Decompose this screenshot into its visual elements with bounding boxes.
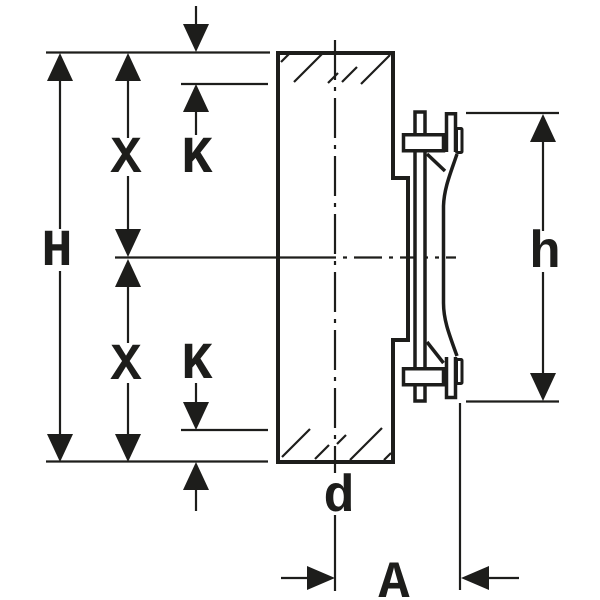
- extension-lines: [46, 51, 559, 590]
- arrow-up-icon: [530, 114, 556, 142]
- arrow-up-icon: [47, 53, 73, 81]
- arrow-down-icon: [47, 434, 73, 462]
- arrow-left-icon: [461, 566, 489, 590]
- arrow-down-icon: [183, 402, 209, 430]
- dim-label-X-lower: X: [110, 336, 142, 395]
- dim-label-H: H: [41, 222, 72, 281]
- flange-chamfer-upper: [425, 152, 447, 173]
- arrow-down-icon: [115, 229, 141, 257]
- arrow-down-icon: [115, 434, 141, 462]
- arrow-down-icon: [530, 373, 556, 401]
- dim-label-K-lower: K: [181, 335, 213, 394]
- upper-washer: [455, 127, 464, 154]
- arrow-up-icon: [183, 84, 209, 112]
- dim-label-h: h: [529, 224, 560, 283]
- dimension-X-lower: X: [110, 259, 142, 462]
- dimension-H: H: [41, 53, 73, 462]
- dimension-h: h: [529, 114, 561, 401]
- dimension-X-upper: X: [110, 53, 142, 257]
- flange-chamfer-lower: [425, 340, 445, 365]
- collar-hatching-bottom: [281, 427, 392, 461]
- backing-flange: [401, 110, 464, 403]
- arrow-down-icon: [183, 24, 209, 52]
- dim-label-d: d: [323, 468, 354, 527]
- dimension-A: A: [281, 554, 519, 600]
- lower-washer: [455, 358, 464, 385]
- dimension-d: d: [323, 468, 354, 527]
- arrow-up-icon: [183, 462, 209, 490]
- dim-label-X-upper: X: [110, 129, 142, 188]
- flange-plate: [413, 110, 427, 403]
- centerlines: [115, 40, 456, 591]
- flange-bar-top: [444, 112, 458, 152]
- dimension-K-lower: K: [181, 335, 213, 511]
- collar-hatching-top: [280, 52, 391, 85]
- upper-bolt: [401, 133, 446, 153]
- dim-label-A: A: [378, 554, 410, 600]
- dim-label-K-upper: K: [181, 129, 213, 188]
- flange-hub-profile: [441, 153, 459, 357]
- arrow-up-icon: [115, 259, 141, 287]
- flange-bar-bottom: [444, 357, 458, 400]
- collar-outline: [276, 51, 410, 464]
- arrow-up-icon: [115, 53, 141, 81]
- dimension-K-upper: K: [181, 6, 213, 188]
- arrow-right-icon: [307, 566, 335, 590]
- lower-bolt: [401, 367, 446, 387]
- collar-body: [276, 51, 410, 464]
